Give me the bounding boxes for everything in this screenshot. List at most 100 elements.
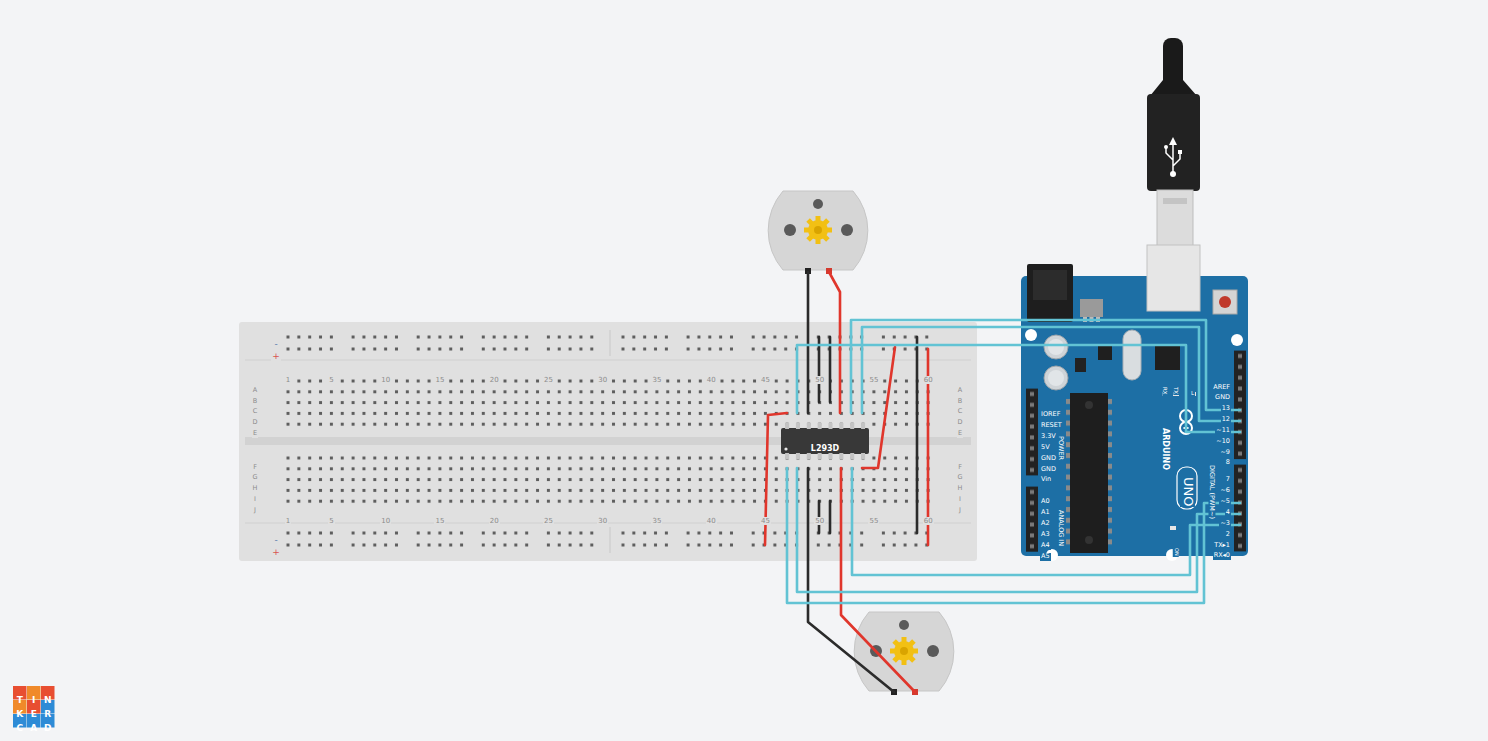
- text-holder: 30: [597, 508, 608, 527]
- arduino-details: [1026, 389, 1038, 476]
- usb-cable: [1170, 171, 1176, 177]
- rail-sign: -: [273, 339, 278, 349]
- pin-label: 4: [1225, 509, 1231, 516]
- text-holder: ANALOG IN: [1057, 499, 1064, 537]
- text-holder: I: [31, 688, 36, 707]
- usb-cable: [1147, 38, 1200, 246]
- logo-letter: N: [43, 695, 53, 705]
- signal-wire: [787, 320, 1240, 603]
- text-holder: 7: [1225, 466, 1231, 485]
- led-label: L: [1190, 390, 1195, 396]
- pin-label: A5: [1040, 553, 1051, 560]
- chip-legs: [839, 423, 843, 429]
- logo-letter: T: [16, 695, 24, 705]
- pin-label: IOREF: [1040, 411, 1061, 418]
- row-letter: E: [252, 430, 258, 437]
- chip-legs: [784, 423, 865, 459]
- breadboard-details: [610, 330, 611, 356]
- arduino-details: [1044, 366, 1068, 390]
- arduino-details: [1070, 393, 1108, 553]
- chip-legs: [850, 453, 854, 459]
- text-holder: A: [957, 377, 963, 396]
- signal-wire: [851, 320, 1240, 413]
- usb-cable: [1147, 94, 1200, 191]
- brand-name: ARDUINO: [1161, 427, 1170, 471]
- column-number: 40: [706, 376, 717, 384]
- breadboard-details: [245, 523, 971, 524]
- breadboard-details: [283, 331, 609, 355]
- chip-legs: [861, 453, 865, 459]
- text-holder: F: [252, 454, 258, 473]
- chip-legs: [807, 423, 811, 429]
- chip-legs: [861, 423, 865, 429]
- text-holder: RX: [1162, 376, 1168, 386]
- text-holder: 1: [285, 508, 291, 527]
- text-holder: ON: [1173, 536, 1179, 546]
- column-number: 45: [760, 517, 771, 525]
- arduino-details: [1033, 270, 1067, 300]
- column-number: 35: [651, 376, 662, 384]
- arduino-details: [1234, 465, 1246, 552]
- ground-wire: [807, 272, 810, 413]
- arduino-details: [1231, 334, 1243, 346]
- arduino-details: [1026, 389, 1038, 476]
- arduino-details: [1234, 351, 1246, 460]
- logo-letter: I: [31, 695, 36, 705]
- text-holder: 5: [328, 367, 334, 386]
- pin-label: 2: [1225, 531, 1231, 538]
- arduino-details: [1123, 330, 1141, 380]
- pin-label: 13: [1221, 405, 1231, 412]
- arduino-details: [1085, 536, 1093, 544]
- text-holder: 45: [760, 367, 771, 386]
- chip-legs: [829, 423, 833, 429]
- text-holder: 15: [434, 508, 445, 527]
- breadboard-details: [283, 527, 609, 551]
- text-holder: -: [273, 332, 278, 351]
- text-holder: 20: [489, 367, 500, 386]
- row-letter: C: [957, 408, 964, 415]
- column-number: 60: [923, 517, 934, 525]
- pin-label: TX▸1: [1213, 542, 1231, 549]
- arduino-details: [1044, 335, 1068, 359]
- column-number: 55: [868, 517, 879, 525]
- pin-label: AREF: [1212, 384, 1231, 391]
- logo-letter: K: [15, 709, 24, 719]
- header-label: POWER: [1057, 435, 1064, 461]
- row-letter: G: [251, 474, 258, 481]
- chip-legs: [796, 453, 800, 459]
- text-holder: 55: [868, 508, 879, 527]
- text-holder: T: [16, 688, 24, 707]
- usb-cable: [1178, 150, 1182, 154]
- led-label: RX: [1162, 386, 1168, 396]
- arduino-details: [1177, 467, 1197, 509]
- row-letter: D: [956, 419, 963, 426]
- text-holder: 40: [706, 367, 717, 386]
- arduino-details: [1025, 329, 1037, 341]
- breadboard-details: [283, 453, 934, 507]
- pin-label: 12: [1221, 416, 1231, 423]
- pin-label: 5V: [1040, 444, 1051, 451]
- wiring: [765, 272, 1240, 692]
- text-holder: ARDUINO: [1161, 419, 1170, 463]
- arduino-details: [1048, 370, 1064, 386]
- breadboard-details: [283, 331, 609, 355]
- text-holder: DIGITAL (PWM~): [1208, 454, 1215, 510]
- row-letter: A: [252, 387, 258, 394]
- power-wire: [927, 349, 930, 545]
- text-holder: UNO: [1180, 472, 1195, 503]
- usb-cable: [1166, 142, 1180, 172]
- arduino-details: [1080, 299, 1103, 317]
- column-number: 1: [285, 376, 291, 384]
- column-number: 25: [543, 517, 554, 525]
- column-number: 1: [285, 517, 291, 525]
- arduino-details: [1170, 526, 1176, 530]
- row-letter: I: [253, 496, 257, 503]
- row-letter: C: [252, 408, 259, 415]
- text-holder: L: [1190, 380, 1195, 399]
- arduino-details: [1108, 396, 1112, 547]
- text-holder: 10: [380, 367, 391, 386]
- row-letter: D: [251, 419, 258, 426]
- arduino-details: [1219, 296, 1231, 308]
- rail-sign: -: [273, 535, 278, 545]
